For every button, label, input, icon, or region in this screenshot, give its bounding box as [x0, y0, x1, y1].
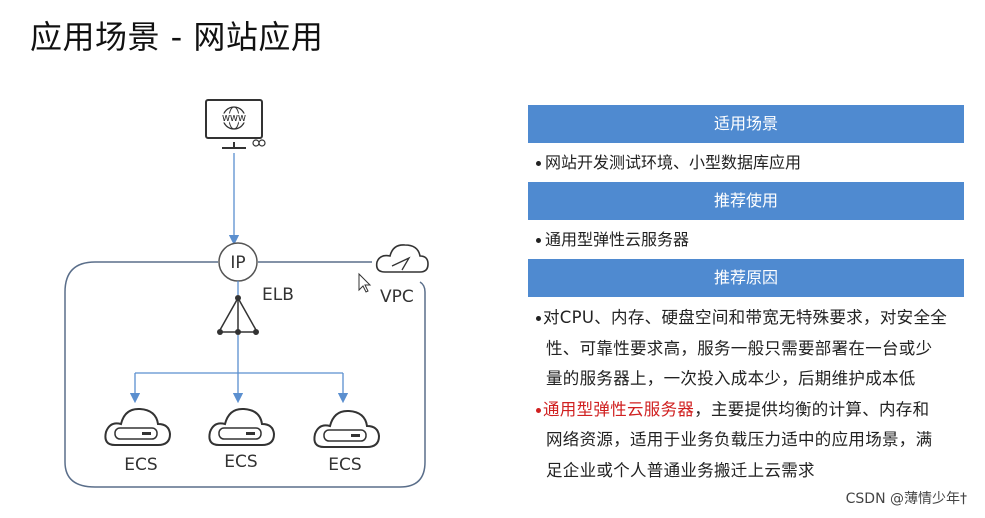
reason1-line-2: 性、可靠性要求高，服务一般只需要部署在一台或少 [546, 338, 933, 358]
elb-icon [217, 295, 259, 335]
reason1-line-3: 量的服务器上，一次投入成本少，后期维护成本低 [546, 369, 916, 388]
reason-paragraph-2: 通用型弹性云服务器，主要提供均衡的计算、内存和 网络资源，适用于业务负载压力适中… [528, 395, 964, 487]
page-title: 应用场景 - 网站应用 [30, 18, 324, 56]
vpc-boundary [64, 261, 426, 488]
ecs-icon-1 [104, 407, 172, 446]
reason1-line-1: 对CPU、内存、硬盘空间和带宽无特殊要求，对安全全 [543, 308, 948, 327]
reason2-highlight: 通用型弹性云服务器 [543, 399, 695, 419]
computer-label-text: WWW [222, 114, 246, 123]
section-header-recommend: 推荐使用 [528, 182, 964, 220]
bullet-dot [536, 161, 541, 166]
scenario-text: 网站开发测试环境、小型数据库应用 [545, 153, 802, 172]
ecs-label-3: ECS [328, 455, 361, 475]
info-panel: 适用场景 网站开发测试环境、小型数据库应用 推荐使用 通用型弹性云服务器 推荐原… [528, 105, 964, 486]
recommend-text: 通用型弹性云服务器 [545, 230, 690, 249]
section-header-scenario: 适用场景 [528, 105, 964, 143]
recommend-bullet: 通用型弹性云服务器 [528, 225, 964, 254]
bullet-dot [536, 238, 541, 243]
reason2-line-1-rest: ，主要提供均衡的计算、内存和 [694, 399, 930, 419]
ecs-label-2: ECS [224, 452, 257, 472]
computer-icon [205, 99, 266, 149]
architecture-diagram: WWW WWW IP VPC ELB [64, 99, 429, 488]
reason-paragraph-1: 对CPU、内存、硬盘空间和带宽无特殊要求，对安全全 性、可靠性要求高，服务一般只… [528, 303, 964, 395]
watermark: CSDN @薄情少年† [845, 491, 967, 507]
vpc-label: VPC [380, 287, 414, 307]
vpc-cloud-icon [375, 244, 429, 273]
section-header-reason: 推荐原因 [528, 259, 964, 297]
cursor-icon [358, 272, 372, 293]
reason2-line-2: 网络资源，适用于业务负载压力适中的应用场景，满 [546, 430, 933, 449]
bullet-dot [536, 316, 541, 321]
ecs-icon-3 [313, 409, 381, 448]
elb-label: ELB [262, 285, 294, 305]
reason2-line-3: 足企业或个人普通业务搬迁上云需求 [546, 460, 815, 480]
ecs-icon-2 [208, 407, 276, 446]
bullet-dot-red [536, 407, 541, 413]
computer-label: WWW [222, 114, 246, 123]
scenario-bullet: 网站开发测试环境、小型数据库应用 [528, 148, 964, 177]
ecs-label-1: ECS [124, 455, 157, 475]
ip-label: IP [230, 253, 245, 273]
